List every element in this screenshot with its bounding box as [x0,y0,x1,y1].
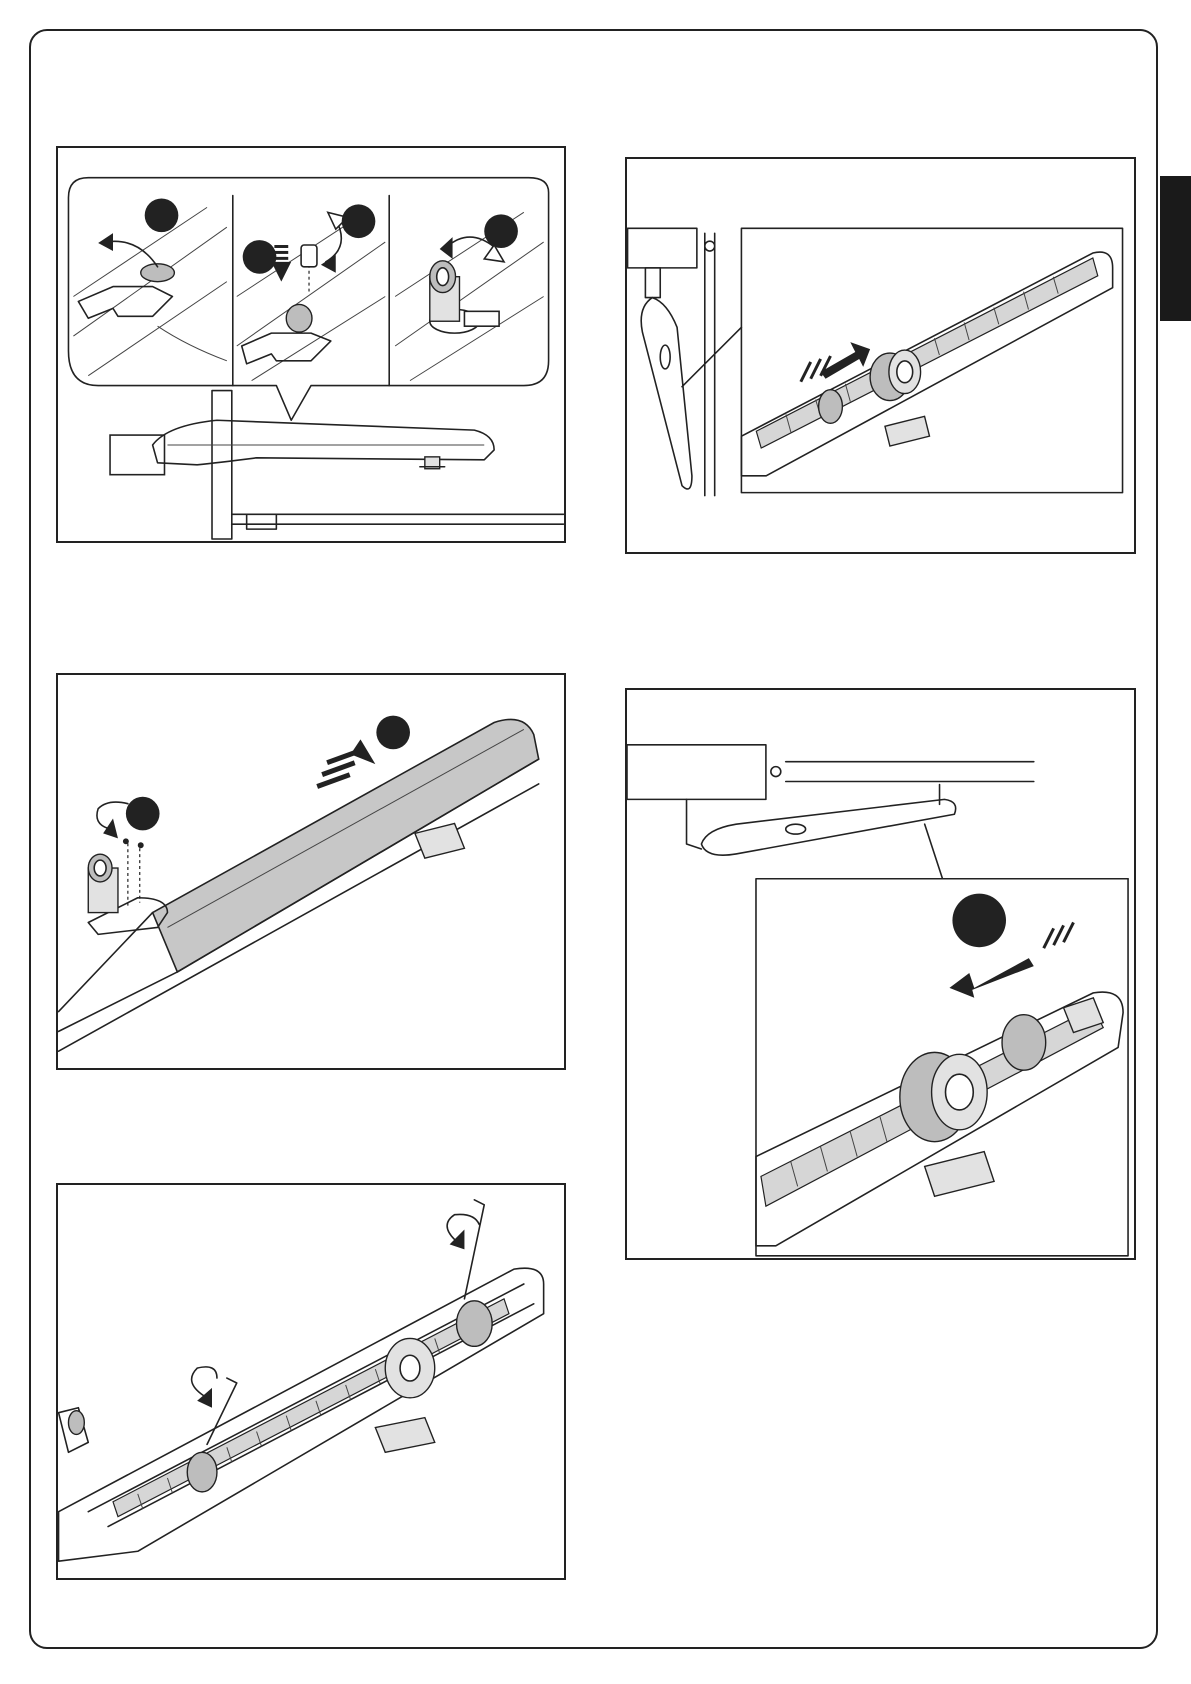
rotate-arrow-icon [450,1230,465,1250]
screw-icon [138,842,144,848]
figure-nut-push-closed [625,688,1136,1260]
rotate-arrow-icon [98,233,113,251]
figure-screw-adjust [56,1183,566,1580]
panel-3 [395,212,543,380]
rotate-arrow-icon [197,1388,212,1408]
callout-step [342,204,376,238]
figure-screw-adjust-drawing [58,1185,564,1578]
callout-step [952,894,1006,948]
rotate-arrow-icon [321,255,336,273]
push-arrow-icon [949,958,1033,998]
rotate-arrow-icon [440,237,453,259]
screw-icon [123,838,129,844]
rotate-arrow-icon [103,819,118,839]
callout-step [126,797,160,831]
figure-nut-push-closed-drawing [627,690,1134,1258]
panel-2 [237,204,385,380]
callout-step [376,716,410,750]
panel-1 [73,198,226,375]
key-icon [301,245,317,267]
figure-cover-removal-drawing [58,675,564,1068]
figure-release-lock [56,146,566,543]
callout-step [243,240,277,274]
callout-step [145,198,179,232]
figure-cover-removal [56,673,566,1070]
figure-nut-push [625,157,1136,554]
section-tab [1160,176,1191,321]
figure-release-lock-drawing [58,148,564,541]
allen-key-icon [207,1378,237,1444]
operator-arm [110,391,563,539]
callout-step [484,214,518,248]
figure-nut-push-drawing [627,159,1134,552]
